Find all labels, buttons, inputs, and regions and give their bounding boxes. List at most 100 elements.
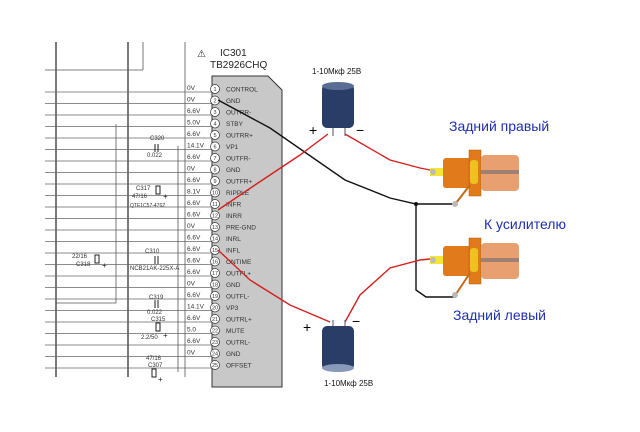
pin-number: 8 (213, 168, 216, 174)
pin-circle (210, 314, 220, 324)
pin-name: OUTFR+ (226, 179, 252, 186)
pin-number: 9 (213, 179, 216, 185)
pin-voltage: 6.6V (187, 269, 201, 276)
capacitor-bottom (322, 320, 354, 372)
warning-triangle-icon: ⚠ (197, 49, 206, 60)
c319-value: 0.022 (147, 310, 163, 316)
pin-voltage: 6.6V (187, 315, 201, 322)
pin-circle (210, 141, 220, 152)
pin-circle (210, 176, 220, 186)
pin-voltage: 6.6V (187, 177, 201, 184)
pin-name: VP3 (226, 305, 239, 312)
pin-name: INFR (226, 202, 241, 209)
c310-ref: C310 (145, 249, 160, 255)
pin-voltage: 6.6V (187, 154, 201, 161)
c310-value: NCB21AK-225X-A (130, 266, 179, 272)
pin-voltage: 0V (187, 281, 196, 288)
pin-number: 3 (213, 110, 216, 116)
pin-circle (210, 337, 220, 347)
pin-circle (210, 210, 220, 221)
capacitor-bottom-plus: + (303, 319, 311, 335)
pin-circle (210, 153, 220, 163)
pin-voltage: 8.1V (187, 189, 201, 196)
pin-circle (210, 187, 220, 198)
pin-voltage: 5.0V (187, 120, 201, 127)
pin-name: GND (226, 98, 241, 105)
pin-circle (210, 325, 220, 336)
pin-circle (210, 256, 220, 267)
pin-number: 6 (213, 145, 216, 151)
pin-number: 4 (213, 122, 216, 128)
c317-ref: C317 (136, 186, 151, 192)
schematic-capacitors (94, 144, 161, 378)
pin-circle (210, 291, 220, 301)
pin-number: 20 (212, 306, 218, 312)
pin-number: 19 (212, 294, 218, 300)
pin-number: 17 (212, 271, 218, 277)
pin-circle (210, 84, 220, 94)
rca-connector-rear-right (430, 149, 519, 207)
pin-number: 12 (212, 214, 218, 220)
pin-number: 5 (213, 133, 216, 139)
pin-number: 1 (213, 87, 216, 93)
svg-text:+: + (163, 192, 168, 201)
pin-name: OUTFL- (226, 294, 249, 301)
pin-name: PRE-GND (226, 225, 256, 232)
pin-circle (210, 233, 220, 244)
capacitor-top-label: 1-10Мкф 25В (312, 67, 361, 76)
pin-name: INRR (226, 213, 242, 220)
pin-number: 21 (212, 317, 218, 323)
pin-voltage: 6.6V (187, 200, 201, 207)
black-wires (217, 99, 456, 298)
pin-name: OUTRL+ (226, 317, 252, 324)
pin-voltage: 14.1V (187, 304, 205, 311)
pin-name: OUTRL- (226, 340, 250, 347)
c317-part: QTE1C57-476Z (130, 203, 165, 209)
svg-text:+: + (163, 331, 168, 340)
pin-name: ONTIME (226, 259, 252, 266)
svg-text:+: + (102, 261, 107, 270)
c315-value: 2.2/50 (141, 335, 158, 341)
c307-value: 47/16 (146, 356, 162, 362)
pin-number: 10 (212, 191, 218, 197)
capacitor-bottom-label: 1-10Мкф 25В (324, 379, 373, 388)
pin-voltage: 0V (187, 166, 196, 173)
pin-circle (210, 348, 220, 359)
pin-voltage: 6.6V (187, 235, 201, 242)
pin-number: 24 (212, 352, 218, 358)
pin-name: OUTFL+ (226, 271, 251, 278)
capacitor-top (322, 82, 354, 136)
rca-connector-rear-left (430, 237, 519, 298)
pin-name: OUTFR- (226, 156, 251, 163)
pin-circle (210, 279, 220, 290)
pin-number: 23 (212, 340, 218, 346)
pin-number: 13 (212, 225, 218, 231)
pin-voltage: 6.6V (187, 108, 201, 115)
pin-number: 18 (212, 283, 218, 289)
pin-number: 11 (212, 202, 218, 208)
pin-voltage: 6.6V (187, 292, 201, 299)
label-rear-right: Задний правый (449, 118, 549, 134)
c320-ref: C320 (150, 136, 165, 142)
pin-name: INRL (226, 236, 241, 243)
ic-reference: IC301 (220, 48, 247, 59)
pin-name: VP1 (226, 144, 239, 151)
pin-number: 14 (212, 237, 218, 243)
schematic-wiring (45, 42, 186, 377)
ic-part-number: TB2926CHQ (210, 60, 267, 71)
pin-number: 15 (212, 248, 218, 254)
pin-name: MUTE (226, 328, 245, 335)
pin-number: 22 (212, 329, 218, 335)
pin-number: 7 (213, 156, 216, 162)
pin-name: GND (226, 167, 241, 174)
capacitor-top-plus: + (309, 122, 317, 138)
pin-circle (210, 164, 220, 175)
c307-ref: C307 (148, 363, 163, 369)
pin-name: STBY (226, 121, 244, 128)
pin-voltage: 6.6V (187, 131, 201, 138)
pin-name: GND (226, 351, 241, 358)
pin-voltage: 0V (187, 97, 196, 104)
c318-ref: C318 (76, 262, 91, 268)
label-rear-left: Задний левый (453, 307, 546, 323)
